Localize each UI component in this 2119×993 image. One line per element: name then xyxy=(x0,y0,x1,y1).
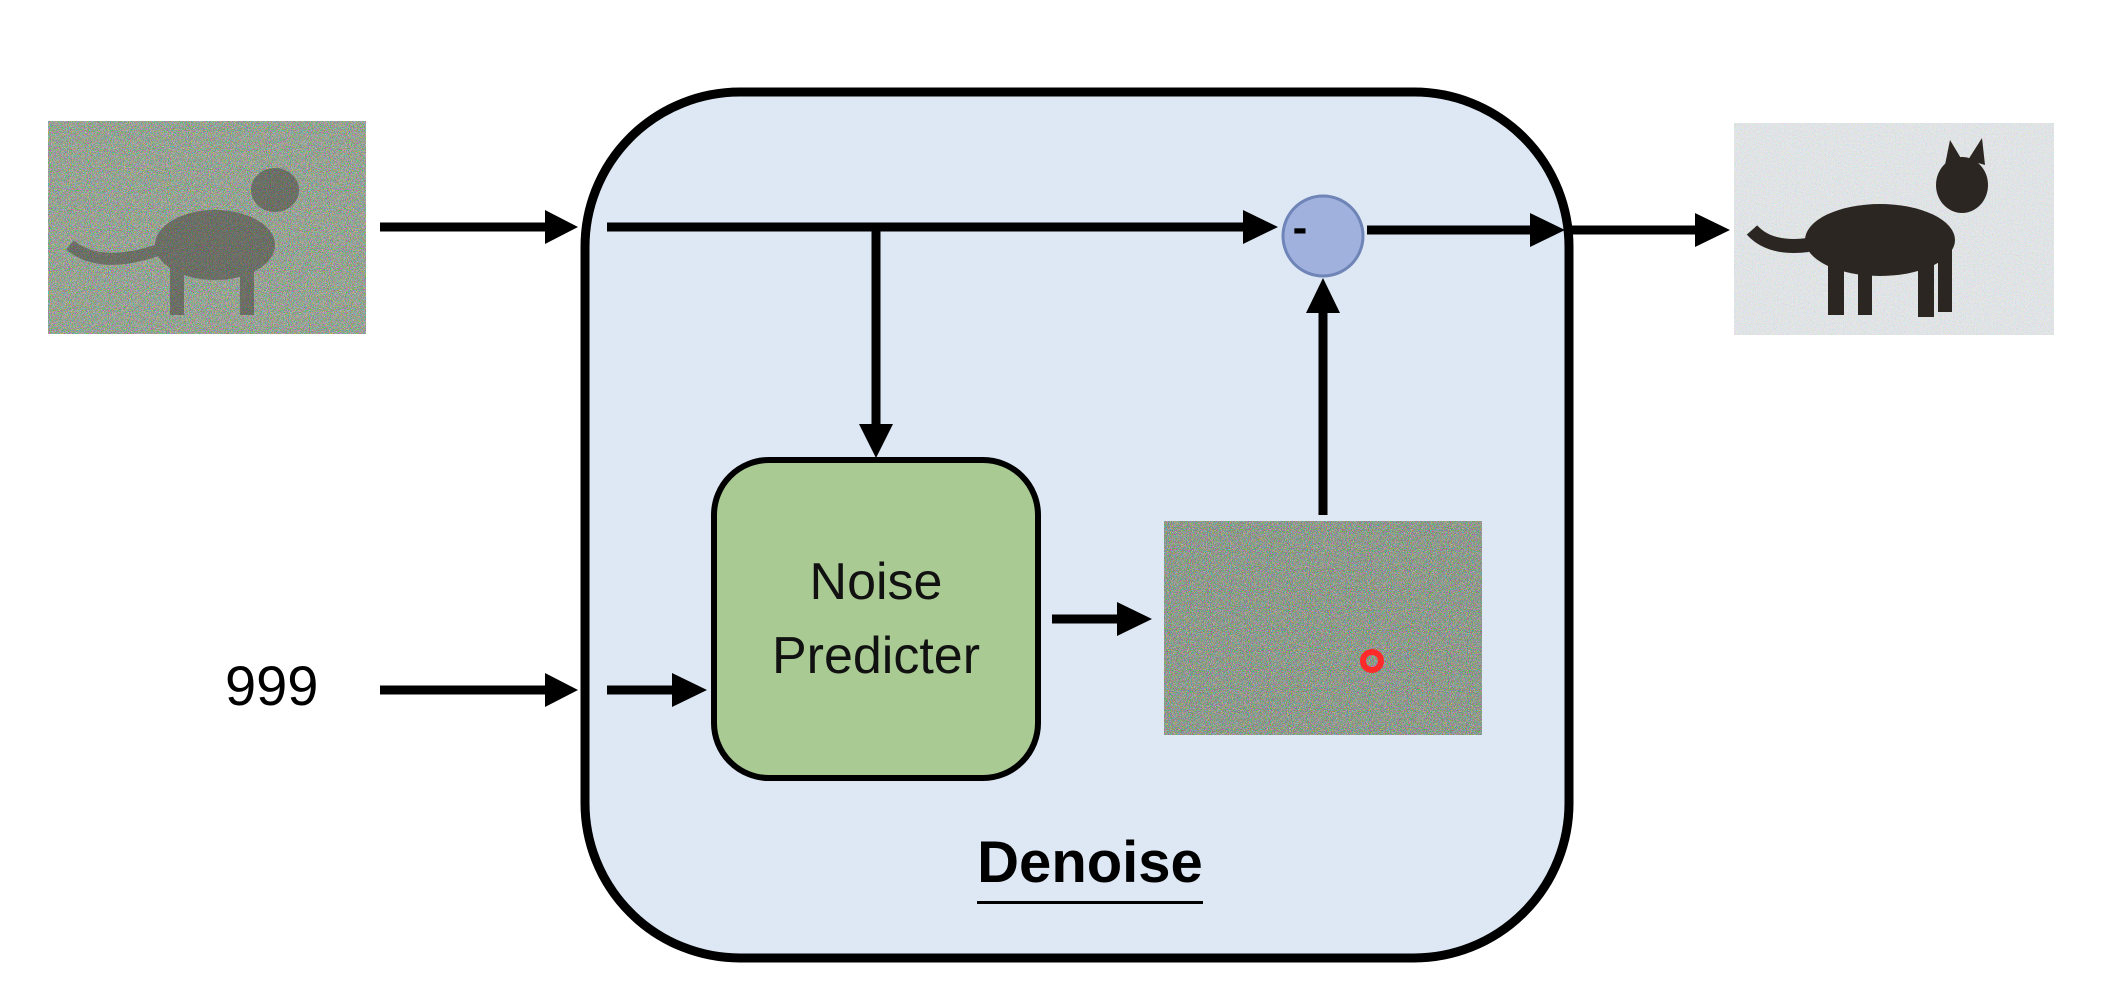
subtract-operator-symbol: - xyxy=(1292,203,1308,252)
noise-predictor-block xyxy=(711,457,1041,781)
arrow-to-operator-head xyxy=(1243,210,1278,244)
denoise-title-text: Denoise xyxy=(977,830,1203,904)
cat-silhouette-faint xyxy=(66,168,299,315)
noise-predictor-label-line1: Noise xyxy=(809,553,943,611)
input-noisy-image xyxy=(48,121,366,334)
arrow-noise-up-head xyxy=(1306,278,1340,313)
cat-silhouette xyxy=(1746,138,1988,317)
arrow-step-to-block-head xyxy=(545,673,578,707)
arrow-branch-down-head xyxy=(859,424,893,458)
noise-predictor-label-line2: Predicter xyxy=(771,627,981,685)
arrow-input-to-block-head xyxy=(545,210,578,244)
arrow-block-to-output-head xyxy=(1695,213,1730,247)
subtract-operator xyxy=(1281,194,1365,278)
arrow-predictor-to-noise-head xyxy=(1117,602,1152,636)
arrow-step-to-predictor-head xyxy=(672,673,707,707)
arrows xyxy=(380,210,1730,707)
step-number-label: 999 xyxy=(225,654,319,717)
noise-predictor-label: Noise Predicter xyxy=(714,545,1038,693)
output-denoised-image xyxy=(1734,123,2054,335)
predicted-noise-image xyxy=(1164,521,1482,735)
arrow-operator-out-head xyxy=(1530,213,1565,247)
cursor-marker xyxy=(1360,649,1384,673)
denoise-title: Denoise xyxy=(920,828,1260,904)
